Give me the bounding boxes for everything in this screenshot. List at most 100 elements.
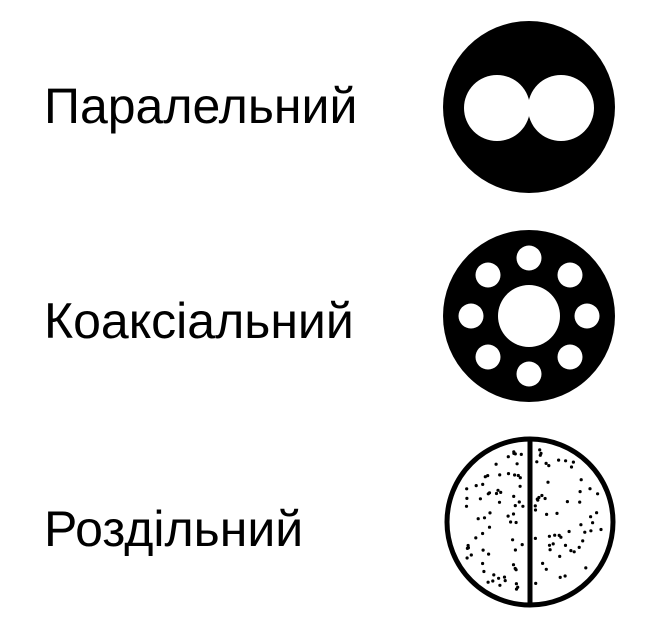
separate-dot — [583, 530, 587, 534]
separate-dot — [545, 512, 549, 517]
coaxial-fiber-bundle-icon — [443, 230, 615, 402]
separate-dot — [567, 529, 571, 534]
separate-dot — [478, 497, 482, 501]
separate-dot — [591, 521, 595, 525]
separate-dot — [487, 491, 492, 495]
separate-dot — [537, 495, 541, 500]
separate-dot — [596, 492, 600, 496]
separate-dot — [514, 520, 518, 525]
separate-dot — [517, 500, 521, 504]
separate-dot — [497, 576, 501, 580]
coaxial-ring-hole — [475, 262, 501, 288]
separate-dot — [579, 478, 583, 482]
separate-dot — [465, 487, 469, 491]
separate-dot — [584, 566, 588, 570]
coaxial-ring-holes — [458, 245, 600, 387]
separate-dot — [533, 536, 538, 541]
coaxial-center-hole — [498, 285, 560, 347]
separate-dot — [544, 567, 548, 571]
separate-dot — [563, 574, 567, 578]
separate-dots — [464, 448, 603, 591]
separate-dot — [589, 515, 593, 519]
separate-dot — [503, 579, 507, 583]
separate-dot — [544, 461, 548, 465]
separate-dot — [510, 538, 515, 542]
separate-dot — [511, 512, 516, 516]
separate-dot — [569, 465, 574, 469]
separate-dot — [516, 473, 520, 478]
separate-dot — [577, 545, 581, 550]
separate-dot — [595, 511, 599, 515]
label-parallel: Паралельний — [44, 78, 358, 134]
separate-dot — [499, 490, 503, 494]
parallel-right-hole — [528, 75, 594, 141]
separate-dot — [564, 459, 568, 463]
separate-dot — [553, 533, 557, 537]
separate-dot — [486, 474, 490, 478]
coaxial-ring-hole — [574, 303, 600, 329]
separate-dot — [506, 472, 511, 476]
coaxial-ring-hole — [516, 245, 542, 271]
parallel-left-hole — [464, 75, 530, 141]
separate-dot — [519, 452, 523, 456]
separate-dot — [548, 548, 552, 552]
separate-dot — [538, 453, 542, 457]
separate-dot — [513, 566, 517, 571]
separate-dot — [546, 480, 550, 484]
separate-dot — [465, 496, 469, 500]
separate-dot — [476, 517, 480, 521]
separate-dot — [466, 543, 470, 548]
separate-dot — [509, 520, 513, 524]
separate-dot — [498, 473, 502, 477]
separate-dot — [492, 573, 496, 577]
separate-dot — [513, 473, 517, 477]
separate-dot — [512, 451, 516, 455]
separate-dot — [487, 525, 492, 529]
separate-dot — [494, 462, 498, 466]
separate-dot — [557, 533, 561, 538]
separate-dot — [465, 556, 469, 560]
separate-dot — [599, 527, 603, 532]
coaxial-ring-hole — [516, 361, 542, 387]
separate-dot — [518, 476, 522, 480]
separate-dot — [589, 529, 593, 533]
separate-dot — [578, 490, 582, 494]
separate-dot — [543, 496, 547, 501]
separate-dot — [487, 552, 491, 556]
separate-dot — [506, 514, 510, 518]
separate-dot — [513, 548, 518, 552]
separate-dot — [464, 504, 469, 508]
separate-dot — [547, 543, 552, 547]
separate-dot — [579, 523, 583, 527]
coaxial-ring-hole — [475, 344, 501, 370]
separate-dot — [506, 455, 510, 459]
label-separate: Роздільний — [44, 501, 304, 557]
separate-dot — [572, 550, 576, 554]
separate-dot — [569, 549, 573, 553]
separate-dot — [558, 554, 562, 559]
separate-dot — [558, 575, 562, 580]
separate-dot — [469, 553, 473, 557]
separate-dot — [534, 581, 538, 586]
coaxial-ring-hole — [557, 262, 583, 288]
separate-dot — [540, 493, 544, 498]
separate-dot — [533, 504, 537, 508]
separate-dot — [482, 516, 487, 520]
separate-dot — [498, 583, 502, 587]
separate-dot — [481, 482, 485, 486]
split-random-fiber-bundle-icon — [444, 436, 616, 608]
separate-dot — [551, 542, 555, 546]
separate-dot — [538, 448, 542, 452]
separate-dot — [513, 504, 517, 508]
separate-dot — [547, 534, 552, 538]
separate-dot — [555, 511, 559, 515]
separate-dot — [483, 475, 487, 479]
separate-dot — [557, 458, 561, 462]
separate-dot — [571, 460, 576, 464]
separate-dot — [497, 500, 502, 504]
coaxial-ring-hole — [458, 303, 484, 329]
separate-dot — [515, 462, 519, 466]
separate-dot — [502, 575, 507, 579]
coaxial-ring-hole — [557, 344, 583, 370]
